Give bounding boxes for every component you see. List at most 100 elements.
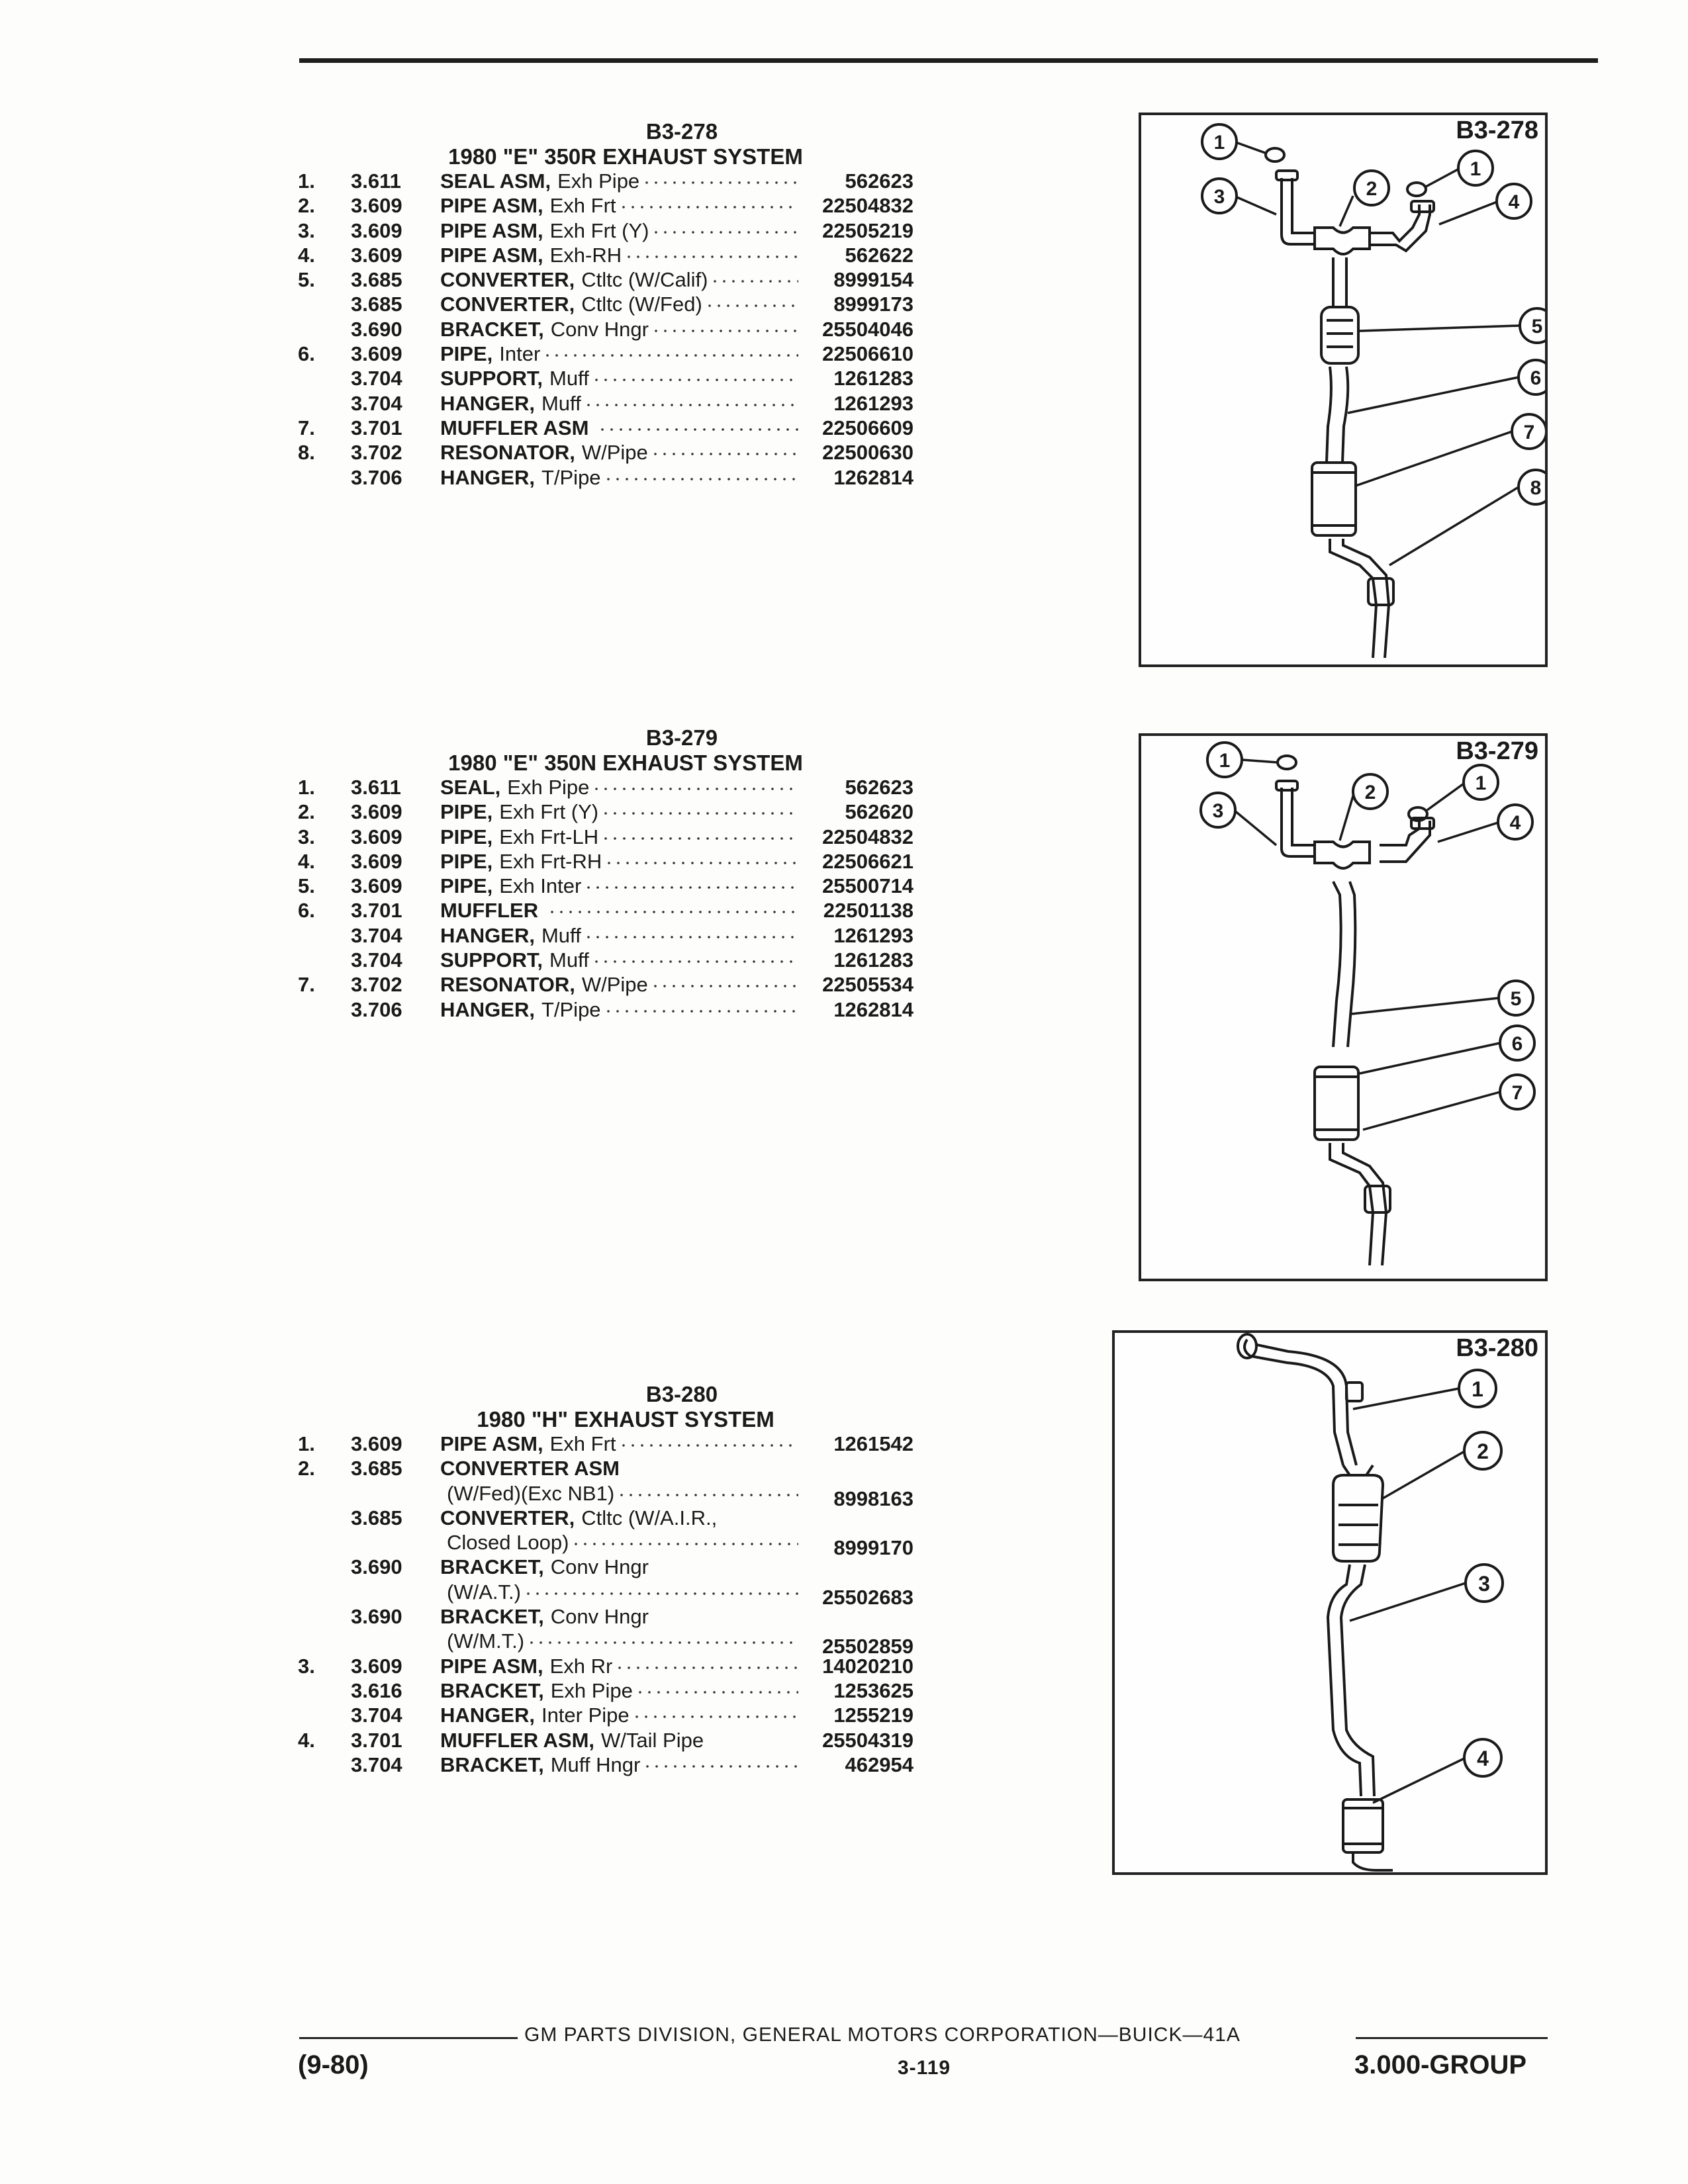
part-name: SUPPORT,	[440, 948, 543, 972]
part-description: CONVERTER,Ctltc (W/Calif)	[440, 268, 801, 292]
item-number: 1.	[298, 1432, 315, 1455]
footer-rule-right	[1356, 2037, 1548, 2039]
inter-pipe-part	[1325, 366, 1333, 463]
part-name: MUFFLER	[440, 899, 539, 923]
figure-label: B3-279	[1456, 737, 1538, 765]
part-name: PIPE ASM,	[440, 218, 543, 242]
part-detail: Exh Frt	[549, 1432, 616, 1455]
y-pipe-part	[1313, 226, 1371, 255]
leader-dots	[720, 1506, 798, 1525]
part-number: 562622	[845, 243, 914, 267]
group-number: 3.704	[351, 367, 402, 390]
item-number: 3.	[298, 218, 315, 242]
part-name: BRACKET,	[440, 317, 544, 341]
parts-row: (W/A.T.)25502683	[298, 1580, 914, 1609]
top-rule	[299, 58, 1598, 63]
leader-dots	[603, 997, 798, 1017]
group-number: 3.701	[351, 899, 402, 923]
leader-dots	[651, 317, 798, 336]
item-number: 5.	[298, 874, 315, 898]
part-name: CONVERTER,	[440, 1506, 575, 1529]
part-number: 1262814	[833, 465, 914, 489]
callout-number: 2	[1366, 178, 1378, 200]
part-number: 1261542	[833, 1432, 914, 1455]
part-name: RESONATOR,	[440, 441, 575, 465]
leader-dots	[571, 1531, 798, 1550]
item-number: 2.	[298, 1457, 315, 1480]
part-name: PIPE ASM,	[440, 1654, 543, 1678]
part-number: 14020210	[822, 1654, 914, 1678]
item-number: 8.	[298, 441, 315, 465]
group-number: 3.685	[351, 1457, 402, 1480]
callout-number: 4	[1477, 1747, 1489, 1770]
group-number: 3.609	[351, 243, 402, 267]
part-name: CONVERTER,	[440, 293, 575, 316]
part-description: PIPE ASM,Exh Frt (Y)	[440, 218, 801, 243]
leader-dots	[618, 1432, 798, 1451]
part-number: 462954	[845, 1752, 914, 1776]
part-number: 1261283	[833, 367, 914, 390]
part-name: HANGER,	[440, 997, 535, 1021]
leader-dots	[598, 416, 798, 435]
section-title: 1980 "E" 350N EXHAUST SYSTEM	[448, 751, 803, 775]
parts-row: (W/Fed)(Exc NB1)8998163	[298, 1481, 914, 1510]
item-number: 2.	[298, 194, 315, 218]
part-description: HANGER,Muff	[440, 923, 801, 948]
part-detail: Exh Frt (Y)	[549, 218, 649, 242]
part-number: 1261283	[833, 948, 914, 972]
leader-dots	[650, 973, 798, 992]
part-detail: (W/A.T.)	[447, 1580, 521, 1604]
leader-dots	[706, 1729, 798, 1747]
exhaust-diagram-drawing: 1 2 3 1 4 5 6 7	[1199, 741, 1536, 1266]
part-name: MUFFLER ASM	[440, 416, 589, 439]
part-detail: Exh Rr	[549, 1654, 613, 1678]
part-number: 8999173	[833, 293, 914, 316]
part-description: HANGER,T/Pipe	[440, 997, 801, 1022]
part-detail: Exh Frt	[549, 194, 616, 218]
resonator-part	[1367, 577, 1395, 606]
part-description: BRACKET,Conv Hngr	[440, 1605, 801, 1629]
section-code: B3-280	[645, 1382, 718, 1406]
part-number: 22505534	[822, 973, 914, 997]
leader-dots	[651, 1605, 798, 1623]
part-number: 8999154	[833, 268, 914, 292]
item-number: 3.	[298, 1654, 315, 1678]
part-detail: Exh Pipe	[557, 169, 640, 193]
part-description: MUFFLER ASM	[440, 416, 801, 440]
part-detail: Exh Pipe	[507, 776, 590, 799]
group-number: 3.704	[351, 948, 402, 972]
group-number: 3.609	[351, 874, 402, 898]
parts-section-b3-279: B3-279 1980 "E" 350N EXHAUST SYSTEM 1.3.…	[298, 725, 914, 1023]
section-heading: B3-280 1980 "H" EXHAUST SYSTEM	[298, 1382, 914, 1432]
part-number: 22505219	[822, 218, 914, 242]
seal-part	[1264, 147, 1286, 163]
part-detail: Muff	[549, 948, 589, 972]
parts-row: Closed Loop)8999170	[298, 1531, 914, 1559]
leader-dots	[651, 218, 798, 238]
part-name: SUPPORT,	[440, 367, 543, 390]
part-description: PIPE ASM,Exh Frt	[440, 194, 801, 218]
leader-dots	[601, 800, 798, 819]
item-number: 1.	[298, 776, 315, 799]
group-number: 3.609	[351, 218, 402, 242]
group-number: 3.706	[351, 465, 402, 489]
leader-dots	[583, 391, 798, 410]
part-description: PIPE ASM,Exh-RH	[440, 243, 801, 267]
front-pipe-part	[1243, 1338, 1344, 1466]
part-name: PIPE ASM,	[440, 1432, 543, 1455]
item-number: 7.	[298, 973, 315, 997]
item-number: 4.	[298, 243, 315, 267]
